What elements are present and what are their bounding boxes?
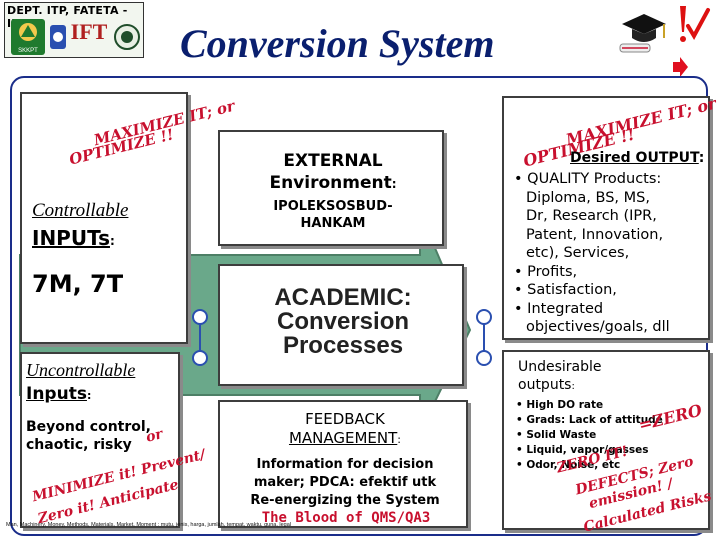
skkpt-logo-label: SKKPT [18,48,38,54]
desired-output-box: MAXIMIZE IT; or OPTIMIZE !! Desired OUTP… [502,94,718,340]
footer-note: Man, Machinery, Money, Methods, Material… [6,522,292,528]
ift-logo: IFT [69,19,109,55]
connector-node-right-top [476,309,492,325]
desired-colon: : [698,150,705,166]
desired-output-item-text: Diploma, BS, MS, [526,189,650,206]
feedback-colon: : [397,433,402,446]
inputs-colon-lower: : [86,389,92,402]
inputs-label: INPUTs [32,226,110,250]
desired-output-item-text: Satisfaction, [527,282,617,298]
undesirable-item: • High DO rate [516,399,604,411]
feedback-info-line2: maker; PDCA: efektif utk [253,475,437,490]
desired-output-item: objectives/goals, dll [514,318,706,337]
uncontrollable-desc: Beyond control, chaotic, risky [26,418,151,454]
external-environment-box: EXTERNAL Environment: IPOLEKSOSBUD- HANK… [218,130,444,246]
skkpt-logo: SKKPT [11,19,45,55]
desired-output-item: Patent, Innovation, [514,226,706,245]
external-title: EXTERNAL Environment: [220,150,446,195]
undesirable-list: • High DO rate • Grads: Lack of attitude •… [516,398,708,473]
desired-output-list: • QUALITY Products:Diploma, BS, MS,Dr, R… [514,170,706,337]
inputs-label-lower: Inputs [26,384,87,404]
connector-left [199,316,201,358]
red-arrow-icon [673,57,688,77]
bullet: • [514,263,528,280]
page-title: Conversion System [180,21,495,66]
desired-output-item: • QUALITY Products: [514,170,706,189]
connector-node-left-top [192,309,208,325]
desired-output-item: etc), Services, [514,244,706,263]
desired-output-item-text: Profits, [527,263,578,280]
undesirable-item: • Solid Waste [516,429,597,441]
undesirable-title-line2: outputs [518,377,572,393]
connector-node-right-bottom [476,350,492,366]
uncontrollable-desc-line2: chaotic, risky [26,437,132,453]
desired-output-item: Dr, Research (IPR, [514,207,706,226]
inputs-colon: : [109,234,115,248]
graduation-cap-icon [619,14,666,53]
feedback-info-line1: Information for decision [256,457,434,472]
uncontrollable-desc-line1: Beyond control, [26,419,151,435]
academic-title: ACADEMIC: Conversion Processes [220,286,466,358]
external-title-line2: Environment [269,173,392,193]
exclamation-check-icon [680,6,710,42]
academic-line2: Conversion [276,308,410,335]
ipb-logo [50,25,66,49]
bullet: • [514,282,528,298]
desired-output-item: • Satisfaction, [514,281,706,300]
uncontrollable-inputs-box: Uncontrollable Inputs: Beyond control, c… [20,352,207,528]
desired-output-item-text: QUALITY Products: [527,171,662,187]
undesirable-colon: : [571,381,575,392]
academic-line3: Processes [282,332,404,359]
undesirable-item: • Grads: Lack of attitude [516,414,663,426]
wordart-or: or [144,426,165,446]
feedback-blood-label: The Blood of QMS/QA3 [261,510,431,526]
external-subtitle-line1: IPOLEKSOSBUD- [273,199,393,214]
undesirable-item: • Odor, Noise, etc [516,459,621,471]
feedback-title-line2: MANAGEMENT [288,429,398,447]
academic-process-box: ACADEMIC: Conversion Processes [218,264,464,386]
desired-output-item-text: Dr, Research (IPR, [526,208,657,224]
bullet: • [514,300,528,317]
inputs-heading-lower: Inputs: [26,384,91,404]
undesirable-title-line2-wrap: outputs: [518,376,698,396]
desired-output-item-text: Integrated [527,300,604,317]
desired-output-item: Diploma, BS, MS, [514,189,706,208]
undesirable-output-box: Undesirable outputs: • High DO rate • Gra… [502,350,713,536]
desired-output-item: • Integrated [514,300,706,319]
external-colon: : [391,177,397,191]
feedback-title: FEEDBACK MANAGEMENT: [220,410,470,449]
feedback-title-line2-wrap: MANAGEMENT: [220,429,470,449]
seal-logo [114,24,140,50]
bullet: • [514,171,528,187]
desired-output-item-text: Patent, Innovation, [526,226,664,243]
desired-output-item-text: etc), Services, [526,245,630,261]
undesirable-title: Undesirable outputs: [518,358,698,396]
feedback-info-line3: Re-energizing the System [250,493,440,508]
desired-output-item-text: objectives/goals, dll [526,319,670,335]
academic-line1: ACADEMIC: [274,284,412,311]
connector-right [483,316,485,358]
controllable-label: Controllable [32,200,129,221]
inputs-value: 7M, 7T [32,270,124,298]
feedback-management-box: FEEDBACK MANAGEMENT: Information for dec… [218,400,468,528]
feedback-info: Information for decision maker; PDCA: ef… [220,456,470,510]
ift-logo-label: IFT [70,19,108,44]
external-subtitle: IPOLEKSOSBUD- HANKAM [220,198,446,232]
external-title-line1: EXTERNAL [283,151,383,171]
desired-output-item: • Profits, [514,263,706,282]
undesirable-title-line1: Undesirable [518,359,602,375]
controllable-inputs-box: MAXIMIZE IT; or OPTIMIZE !! Controllable… [20,92,236,344]
external-title-line2-wrap: Environment: [220,172,446,195]
desired-title-wrap: Desired OUTPUT: [570,150,704,166]
connector-node-left-bottom [192,350,208,366]
desired-title: Desired OUTPUT [570,150,699,166]
undesirable-item: • Liquid, vapor/gasses [516,444,649,456]
uncontrollable-label: Uncontrollable [26,360,136,380]
header-logo-bar: DEPT. ITP, FATETA - IPB SKKPT IFT [4,2,144,58]
feedback-title-line1: FEEDBACK [305,410,385,428]
inputs-heading: INPUTs: [32,226,115,250]
external-subtitle-line2: HANKAM [300,216,366,231]
